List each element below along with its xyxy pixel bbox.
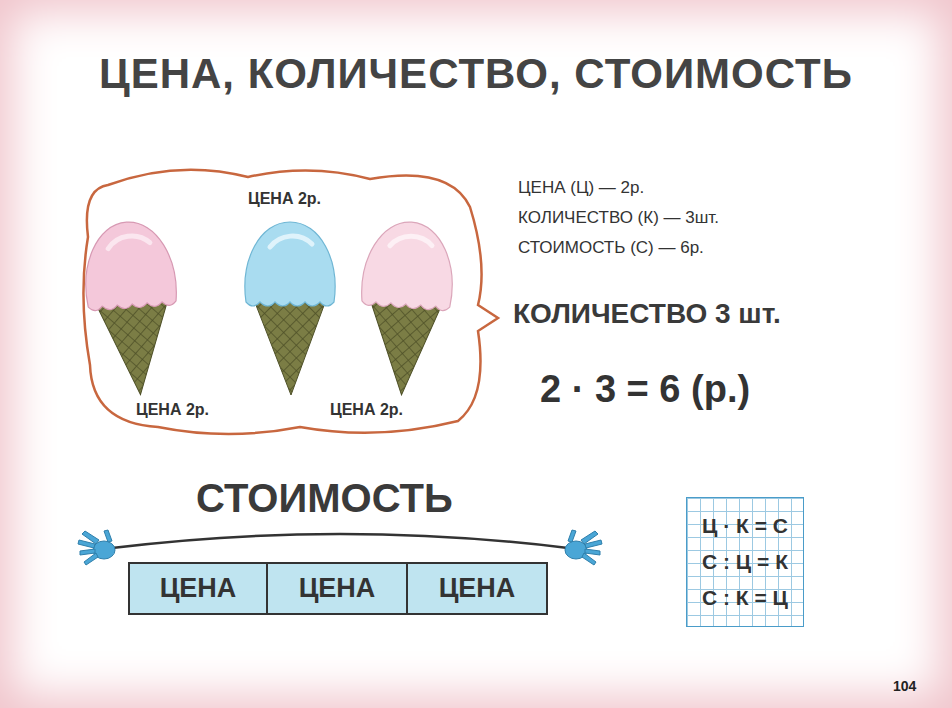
price-label: ЦЕНА 2р.: [134, 401, 211, 419]
definition-line: СТОИМОСТЬ (С) — 6р.: [518, 238, 704, 258]
price-label: ЦЕНА 2р.: [246, 190, 323, 208]
segment-text: ЦЕНА: [160, 573, 237, 604]
speech-cloud: ЦЕНА 2р. ЦЕНА 2р. ЦЕНА 2р.: [78, 165, 503, 440]
ice-cream: [81, 219, 183, 398]
ice-cream: [355, 219, 457, 398]
page-title: ЦЕНА, КОЛИЧЕСТВО, СТОИМОСТЬ: [99, 50, 853, 98]
definition-line: КОЛИЧЕСТВО (К) — 3шт.: [518, 208, 719, 228]
page-number: 104: [893, 678, 916, 694]
price-segment: ЦЕНА: [128, 562, 268, 615]
segment-text: ЦЕНА: [299, 573, 376, 604]
formula: С : К = Ц: [702, 580, 788, 616]
formula-grid: Ц · К = СС : Ц = КС : К = Ц: [686, 497, 804, 627]
price-segment: ЦЕНА: [268, 562, 408, 615]
cloud-path: [83, 170, 498, 434]
definition-line: ЦЕНА (Ц) — 2р.: [518, 178, 644, 198]
hand: [565, 530, 602, 565]
equation: 2 · 3 = 6 (р.): [540, 368, 750, 411]
price-label: ЦЕНА 2р.: [328, 401, 405, 419]
segment-text: ЦЕНА: [439, 573, 516, 604]
formula: С : Ц = К: [702, 544, 788, 580]
hand: [78, 530, 115, 565]
ice-cream: [245, 222, 335, 395]
formula: Ц · К = С: [702, 508, 788, 544]
bracket-arc: [112, 534, 568, 548]
cost-heading: СТОИМОСТЬ: [196, 476, 453, 521]
price-segment: ЦЕНА: [408, 562, 548, 615]
quantity-heading: КОЛИЧЕСТВО 3 шт.: [513, 298, 781, 330]
